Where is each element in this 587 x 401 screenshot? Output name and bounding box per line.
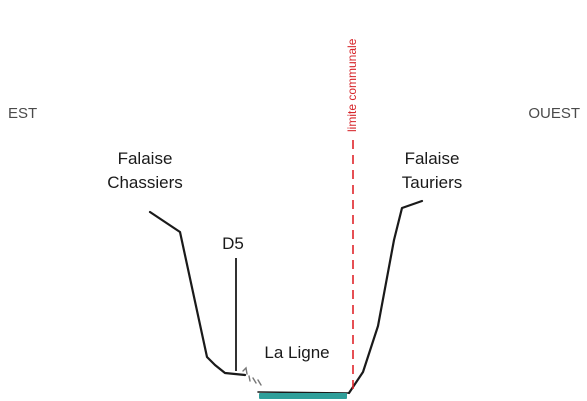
falaise-tauriers-label-line1: Falaise xyxy=(405,149,460,168)
river-la-ligne-label: La Ligne xyxy=(264,343,329,362)
valley-floor xyxy=(257,391,350,394)
terrain-rubble xyxy=(242,366,262,386)
road-d5-label: D5 xyxy=(222,234,244,253)
est-label: EST xyxy=(8,105,37,122)
falaise-chassiers-label-line1: Falaise xyxy=(118,149,173,168)
terrain-profile-left xyxy=(148,210,247,377)
limite-communale-label: limite communale xyxy=(345,38,359,132)
falaise-tauriers-label-line2: Tauriers xyxy=(402,173,462,192)
ouest-label: OUEST xyxy=(528,105,580,122)
terrain-profile-right xyxy=(347,199,424,395)
river-water xyxy=(259,393,347,399)
falaise-chassiers-label-line2: Chassiers xyxy=(107,173,183,192)
